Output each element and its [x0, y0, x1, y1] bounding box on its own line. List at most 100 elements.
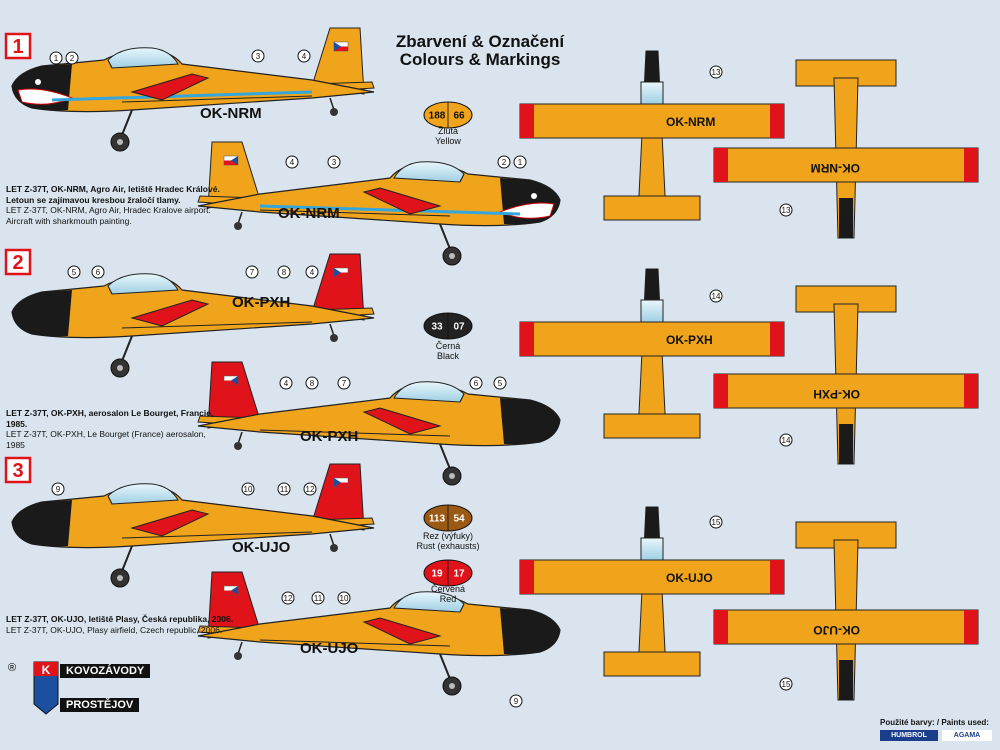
canopy [107, 483, 179, 505]
paint-code-humbrol: 33 [431, 322, 443, 333]
callout-marker-s2_bottom-num: 5 [498, 379, 503, 388]
paint-code-agama: 07 [453, 322, 465, 333]
plan-bottom-left-tip [714, 374, 728, 408]
canopy [393, 381, 465, 403]
callout-marker-s2_bottom [279, 376, 293, 390]
callout-marker-s2_bottom-num: 6 [474, 379, 479, 388]
shark-eye [531, 193, 537, 199]
callout-marker-s2_top-num: 7 [250, 268, 255, 277]
callout-marker-plan_row2 [779, 433, 793, 447]
logo-line-2: PROSTĚJOV [60, 698, 140, 712]
callout-marker-s2_top [67, 265, 81, 279]
callout-marker-s2_bottom-num: 7 [342, 379, 347, 388]
plan-tailplane [603, 413, 701, 439]
callout-marker-s1_top [49, 51, 63, 65]
tail-gear-leg [329, 97, 335, 111]
logo-shield-top [34, 662, 58, 676]
plan-registration: OK-UJO [666, 571, 713, 585]
plan-right-tip [770, 560, 784, 594]
fin-flag-blue [231, 586, 238, 595]
callout-marker-s3_top [51, 482, 65, 496]
plan-top-s1: OK-NRM [519, 50, 785, 221]
plan-canopy [640, 537, 664, 561]
registration-s3-top: OK-UJO [232, 539, 291, 556]
registration-s3-bottom: OK-UJO [300, 640, 359, 657]
callout-marker-s1_top [297, 49, 311, 63]
callout-marker-s1_top-num: 3 [256, 52, 261, 61]
callout-marker-s2_bottom [493, 376, 507, 390]
plan-top-s2: OK-PXH [519, 268, 785, 439]
callout-marker-s2_top-num: 8 [282, 268, 287, 277]
caption-scheme-3: LET Z-37T, OK-UJO, letiště Plasy, Česká … [6, 614, 246, 635]
callout-marker-s1_bottom-num: 3 [332, 158, 337, 167]
callout-marker-s1_bottom-num: 1 [518, 158, 523, 167]
fin-flag-blue [231, 156, 238, 165]
registered-mark: ® [8, 662, 17, 674]
callout-marker-plan_row2-num: 14 [712, 292, 721, 301]
tail-wheel [330, 334, 338, 342]
callout-marker-s3_bottom-num: 11 [314, 594, 323, 603]
plan-bottom-s3: OK-UJO [713, 521, 979, 701]
red-wing-fairing [362, 617, 442, 645]
canopy-frame [459, 173, 465, 183]
black-nose [12, 290, 72, 337]
callout-marker-s2_bottom [469, 376, 483, 390]
callout-marker-s2_top [245, 265, 259, 279]
registration-s2-bottom: OK-PXH [300, 428, 358, 445]
wing-line [259, 209, 451, 217]
callout-marker-plan_row3-num: 15 [782, 680, 791, 689]
caption-scheme-3-en: LET Z-37T, OK-UJO, Plasy airfield, Czech… [6, 624, 223, 635]
caption-scheme-1-en: LET Z-37T, OK-NRM, Agro Air, Hradec Kral… [6, 205, 211, 226]
callout-marker-plan_row1-num: 13 [782, 206, 791, 215]
callout-marker-plan_row1-num: 13 [712, 68, 721, 77]
plan-bottom-left-tip [714, 148, 728, 182]
fin-flag-red [224, 160, 238, 165]
plan-bottom-s2: OK-PXH [713, 285, 979, 465]
plan-tailplane [603, 195, 701, 221]
plan-bottom-registration: OK-PXH [813, 387, 860, 401]
scheme-number-text: 1 [12, 36, 23, 58]
tail-wheel [234, 652, 242, 660]
tail-gear-leg [237, 641, 243, 655]
tail-wheel [330, 108, 338, 116]
red-wing-fairing [362, 407, 442, 435]
callout-marker-plan_row2-num: 14 [782, 436, 791, 445]
plan-registration: OK-NRM [666, 115, 715, 129]
callout-marker-s3_top-num: 10 [244, 485, 253, 494]
side-view-aircraft [197, 571, 561, 696]
callout-marker-s3_bottom [509, 694, 523, 708]
fin-flag-red [334, 272, 348, 277]
paint-rust-name: Rez (výfuky)Rust (exhausts) [416, 531, 480, 551]
wing-line [121, 321, 313, 329]
plan-left-tip [520, 322, 534, 356]
plan-left-tip [520, 104, 534, 138]
callout-marker-s1_bottom [513, 155, 527, 169]
canopy [393, 591, 465, 613]
heading-line-1: Zbarvení & Označení [395, 32, 565, 51]
paint-code-humbrol: 113 [429, 514, 446, 525]
callout-marker-s2_bottom [337, 376, 351, 390]
callout-marker-s3_top-num: 9 [56, 485, 61, 494]
red-wing-fairing [130, 299, 210, 327]
tail-wheel [234, 222, 242, 230]
agama-logo: AGAMA [942, 730, 992, 741]
registration-s2-top: OK-PXH [232, 294, 290, 311]
plan-bottom-nose [839, 198, 853, 238]
callout-marker-s3_bottom-num: 10 [340, 594, 349, 603]
callout-marker-s1_bottom-num: 2 [502, 158, 507, 167]
black-nose [500, 398, 560, 445]
callout-marker-s2_bottom-num: 8 [310, 379, 315, 388]
callout-marker-s3_top [277, 482, 291, 496]
plan-wing [519, 321, 785, 357]
side-view-aircraft [197, 361, 561, 486]
tail-wheel [234, 442, 242, 450]
paint-code-agama: 17 [453, 569, 465, 580]
paint-code-agama: 66 [453, 111, 465, 122]
scheme-number-text: 3 [12, 460, 23, 482]
wing-line [259, 429, 451, 437]
callout-marker-plan_row1 [779, 203, 793, 217]
heading-line-2: Colours & Markings [399, 50, 561, 69]
